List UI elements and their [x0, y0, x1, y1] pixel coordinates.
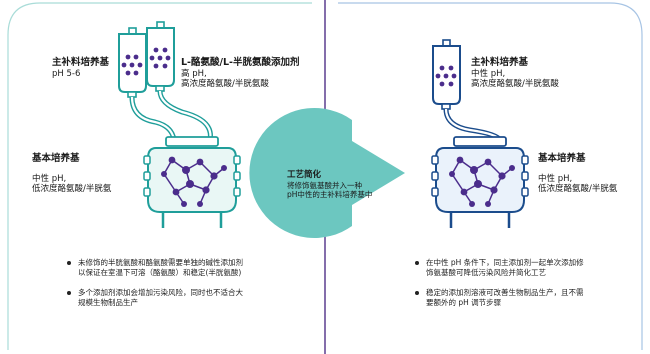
right-bullet-item: 在中性 pH 条件下，同主添加剂一起单次添加修饰氨基酸可降低污染风险并简化工艺: [412, 258, 590, 278]
left-additive-bag-title: L-酪氨酸/L-半胱氨酸添加剂: [181, 57, 300, 68]
left-bioreactor-icon: [143, 136, 241, 228]
right-tank-label: 基本培养基 中性 pH, 低浓度酪氨酸/半胱氨: [538, 153, 618, 195]
right-feed-bag-conc: 高浓度酪氨酸/半胱氨酸: [471, 79, 559, 89]
right-bioreactor-icon: [431, 136, 529, 228]
left-feed-bag-title: 主补料培养基: [52, 57, 110, 68]
left-bullet-list: 未修饰的半胱氨酸和酪氨酸需要单独的碱性添加剂以保证在室温下可溶（酪氨酸）和稳定(…: [64, 258, 244, 318]
right-feed-bag-title: 主补料培养基: [471, 57, 529, 68]
left-tank-label: 基本培养基 中性 pH, 低浓度酪氨酸/半胱氨: [32, 153, 112, 195]
left-tubes: [129, 90, 213, 141]
arrow-line-1: 将修饰氨基酸并入一种: [287, 180, 362, 190]
left-additive-bag-conc: 高浓度酪氨酸/半胱氨酸: [181, 79, 269, 89]
left-bullet-item: 多个添加剂添加会增加污染风险，同时也不适合大规模生物制品生产: [64, 288, 244, 308]
arrow-label: 工艺简化 将修饰氨基酸并入一种 pH中性的主补料培养基中: [287, 170, 372, 200]
right-tube: [443, 108, 503, 142]
right-bullet-item: 稳定的添加剂溶液可改善生物制品生产，且不需要额外的 pH 调节步骤: [412, 288, 590, 308]
right-bullet-list: 在中性 pH 条件下，同主添加剂一起单次添加修饰氨基酸可降低污染风险并简化工艺 …: [412, 258, 590, 318]
arrow-title: 工艺简化: [287, 170, 322, 180]
right-tank-conc: 低浓度酪氨酸/半胱氨: [538, 184, 618, 194]
left-tank-ph: 中性 pH,: [32, 173, 67, 184]
left-additive-bag-label: L-酪氨酸/L-半胱氨酸添加剂 高 pH, 高浓度酪氨酸/半胱氨酸: [181, 57, 300, 90]
left-feed-bag-icon: [118, 27, 147, 98]
left-additive-bag-icon: [146, 21, 175, 92]
process-arrow: [249, 107, 405, 238]
right-feed-bag-icon: [432, 39, 461, 110]
right-tank-title: 基本培养基: [538, 153, 586, 164]
right-feed-bag-ph: 中性 pH,: [471, 68, 506, 79]
left-panel-frame: [7, 2, 312, 350]
left-additive-bag-ph: 高 pH,: [181, 68, 207, 79]
right-feed-bag-label: 主补料培养基 中性 pH, 高浓度酪氨酸/半胱氨酸: [471, 57, 559, 90]
right-panel-frame: [338, 2, 643, 350]
left-feed-bag-ph: pH 5-6: [52, 68, 81, 79]
left-bullet-item: 未修饰的半胱氨酸和酪氨酸需要单独的碱性添加剂以保证在室温下可溶（酪氨酸）和稳定(…: [64, 258, 244, 278]
right-tank-ph: 中性 pH,: [538, 173, 573, 184]
arrow-line-2: pH中性的主补料培养基中: [287, 190, 373, 199]
left-tank-conc: 低浓度酪氨酸/半胱氨: [32, 184, 112, 194]
left-feed-bag-label: 主补料培养基 pH 5-6: [52, 57, 110, 79]
left-tank-title: 基本培养基: [32, 153, 80, 164]
